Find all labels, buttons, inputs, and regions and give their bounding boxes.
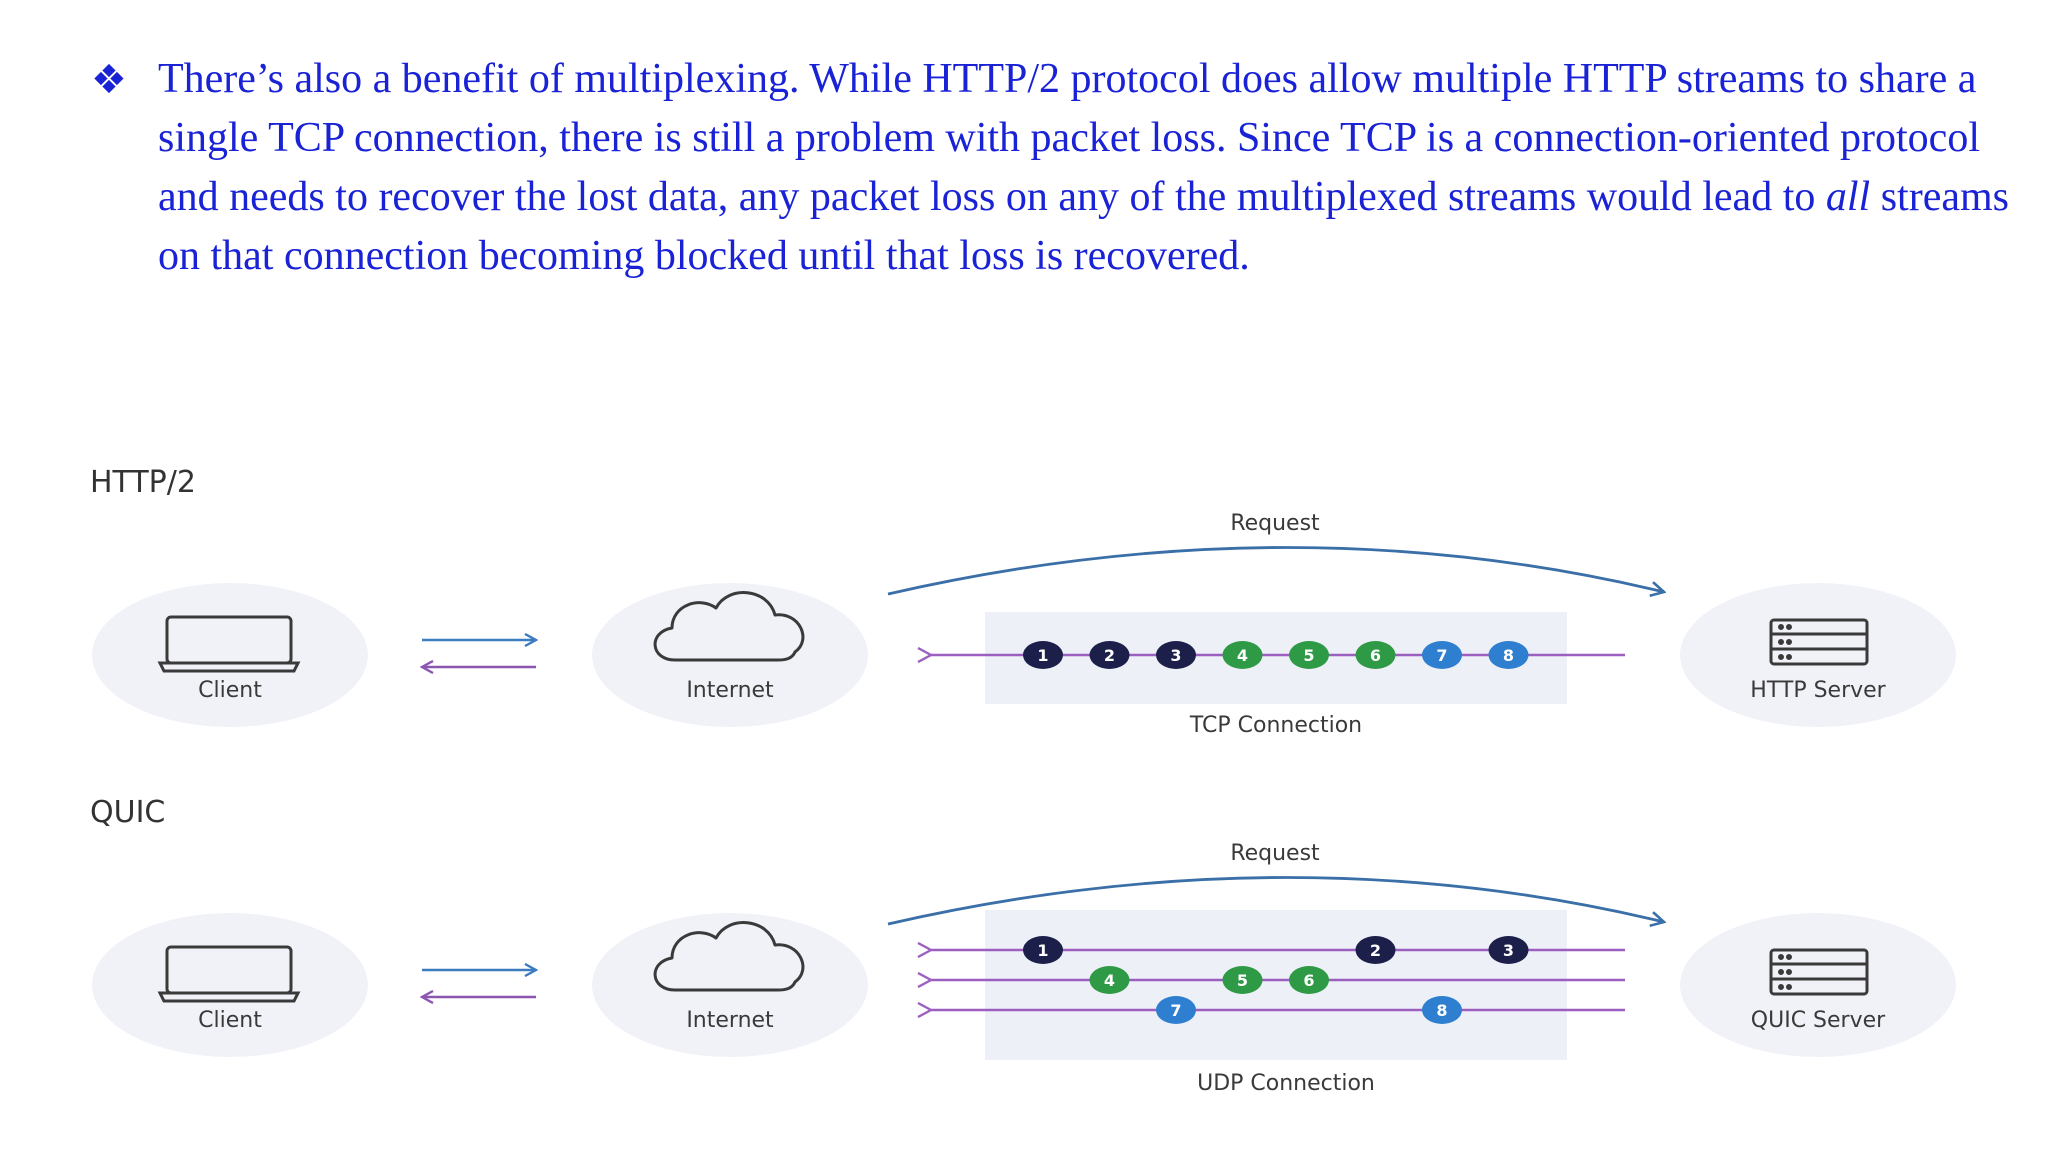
quic-client-bg <box>92 913 368 1057</box>
http2-server-node: HTTP Server <box>1680 583 1956 727</box>
quic-internet-label: Internet <box>686 1008 774 1033</box>
http2-packets: 1 2 3 4 5 6 7 8 <box>1023 641 1529 669</box>
cloud-icon <box>653 591 805 662</box>
http2-connection-label: TCP Connection <box>1189 713 1362 738</box>
packet-circle <box>1023 641 1063 669</box>
packet-circle <box>1289 641 1329 669</box>
http2-internet-label: Internet <box>686 678 774 703</box>
packet-3: 3 <box>1156 641 1196 669</box>
http2-client-node: Client <box>92 583 368 727</box>
packet-3: 3 <box>1488 936 1529 964</box>
packet-2: 2 <box>1355 936 1396 964</box>
cloud-icon <box>653 921 805 992</box>
packet-circle <box>1089 641 1130 669</box>
server-icon <box>1769 618 1869 666</box>
http2-client-label: Client <box>198 678 262 703</box>
packet-7: 7 <box>1422 641 1462 669</box>
packet-circle <box>1222 966 1263 994</box>
packet-circle <box>1023 936 1063 964</box>
packet-number: 5 <box>1303 646 1314 665</box>
packet-5: 5 <box>1289 641 1329 669</box>
quic-client-node: Client <box>92 913 368 1057</box>
paragraph-text-after: streams on that connection becoming bloc… <box>158 174 2009 279</box>
packet-number: 4 <box>1237 646 1248 665</box>
packet-circle <box>1222 641 1263 669</box>
http2-connection-box <box>985 612 1567 704</box>
packet-number: 5 <box>1237 971 1248 990</box>
packet-number: 1 <box>1037 646 1048 665</box>
quic-internet-bg <box>592 913 868 1057</box>
packet-8: 8 <box>1422 996 1462 1024</box>
quic-title: QUIC <box>90 795 165 830</box>
packet-number: 7 <box>1436 646 1447 665</box>
packet-8: 8 <box>1488 641 1529 669</box>
http2-client-bg <box>92 583 368 727</box>
packet-2: 2 <box>1089 641 1130 669</box>
http2-section: HTTP/2 Client Internet Request 1 2 3 4 5 6 7 8 <box>90 465 1956 738</box>
quic-connection-label: UDP Connection <box>1197 1071 1375 1096</box>
quic-server-label: QUIC Server <box>1751 1008 1886 1033</box>
packet-number: 6 <box>1370 646 1381 665</box>
bullet-icon: ❖ <box>91 57 127 103</box>
http2-title: HTTP/2 <box>90 465 196 500</box>
quic-request-label: Request <box>1230 841 1320 866</box>
quic-internet-node: Internet <box>592 913 868 1057</box>
quic-request-arrow <box>887 876 1664 924</box>
paragraph-emphasis: all <box>1825 174 1871 220</box>
quic-connection-box <box>985 910 1567 1060</box>
http2-server-bg <box>1680 583 1956 727</box>
http2-server-label: HTTP Server <box>1750 678 1886 703</box>
packet-5: 5 <box>1222 966 1263 994</box>
packet-number: 3 <box>1503 941 1514 960</box>
packet-number: 8 <box>1436 1001 1447 1020</box>
quic-streams: 1 2 3 4 5 6 7 8 <box>930 936 1625 1024</box>
packet-number: 2 <box>1104 646 1115 665</box>
packet-6: 6 <box>1355 641 1396 669</box>
packet-1: 1 <box>1023 936 1063 964</box>
laptop-icon <box>157 945 301 1003</box>
packet-number: 6 <box>1303 971 1314 990</box>
packet-circle <box>1289 966 1329 994</box>
packet-circle <box>1156 996 1196 1024</box>
server-icon <box>1769 948 1869 996</box>
paragraph-text-before: There’s also a benefit of multiplexing. … <box>158 56 1980 220</box>
http2-internet-bg <box>592 583 868 727</box>
packet-number: 3 <box>1170 646 1181 665</box>
quic-section: QUIC Client Internet Request 1 2 3 4 5 6 7 8 UD… <box>90 795 1956 1096</box>
packet-number: 7 <box>1170 1001 1181 1020</box>
paragraph-text: There’s also a benefit of multiplexing. … <box>158 50 2015 286</box>
quic-client-label: Client <box>198 1008 262 1033</box>
quic-server-node: QUIC Server <box>1680 913 1956 1057</box>
packet-number: 8 <box>1503 646 1514 665</box>
packet-7: 7 <box>1156 996 1196 1024</box>
packet-circle <box>1422 641 1462 669</box>
packet-circle <box>1156 641 1196 669</box>
packet-6: 6 <box>1289 966 1329 994</box>
http2-request-label: Request <box>1230 511 1320 536</box>
packet-circle <box>1422 996 1462 1024</box>
packet-number: 2 <box>1370 941 1381 960</box>
quic-server-bg <box>1680 913 1956 1057</box>
packet-circle <box>1355 936 1396 964</box>
laptop-icon <box>157 615 301 673</box>
packet-4: 4 <box>1089 966 1130 994</box>
packet-1: 1 <box>1023 641 1063 669</box>
packet-circle <box>1089 966 1130 994</box>
packet-circle <box>1355 641 1396 669</box>
packet-number: 4 <box>1104 971 1115 990</box>
description-paragraph: ❖ There’s also a benefit of multiplexing… <box>91 50 2015 286</box>
packet-4: 4 <box>1222 641 1263 669</box>
http2-request-arrow <box>887 546 1664 594</box>
http2-internet-node: Internet <box>592 583 868 727</box>
packet-number: 1 <box>1037 941 1048 960</box>
packet-circle <box>1488 641 1529 669</box>
packet-circle <box>1488 936 1529 964</box>
